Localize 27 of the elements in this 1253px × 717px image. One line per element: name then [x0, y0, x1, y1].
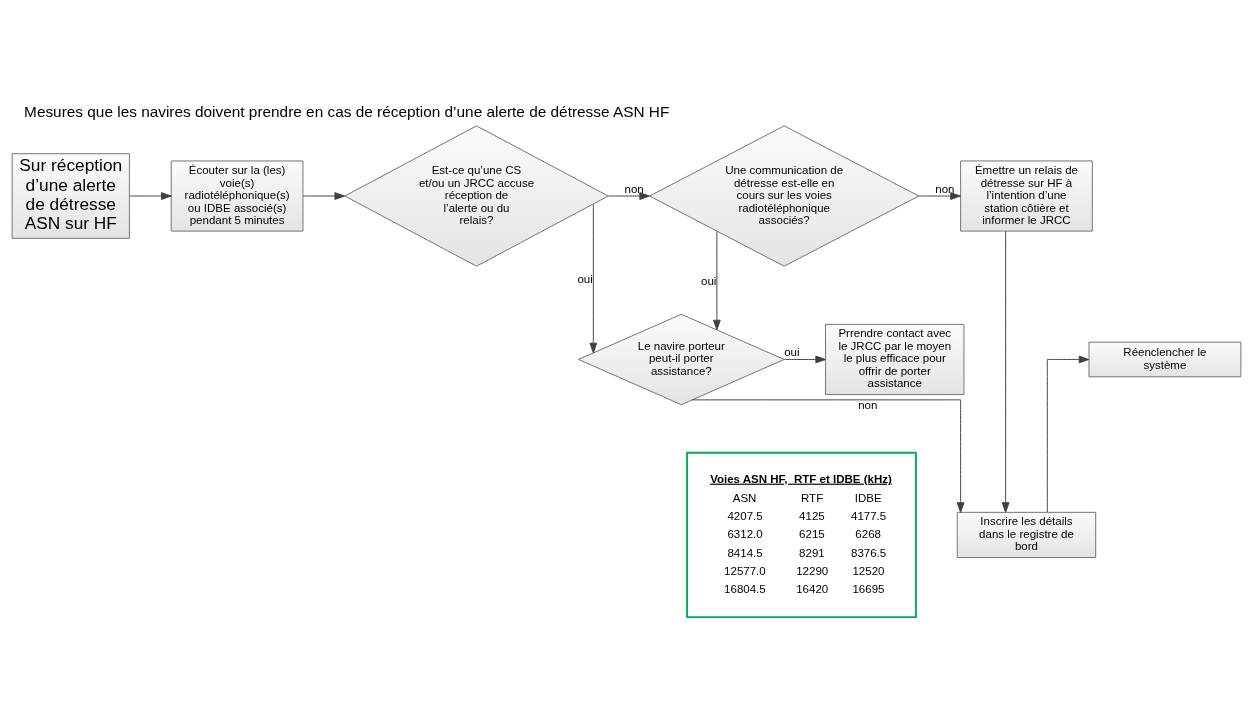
arrow [302, 191, 346, 200]
arrow [918, 191, 961, 200]
edge-label: non [858, 398, 878, 411]
node-box: Réenclencher le système [1088, 341, 1242, 377]
arrow [713, 230, 721, 330]
arrow [783, 355, 826, 363]
edge-label: non [935, 182, 955, 195]
node-box: Voies ASN HF, RTF et IDBE (kHz) ASN RTF IDBE 4207.5 4125 4177.5 6312.0 6215 6268 8414.5 8291 8376.5 12577.0 12290 12520 16804.5 16420 16695 [686, 451, 917, 618]
diagram-title: Mesures que les navires doivent prendre en cas de réception d’une alerte de détresse ASN HF [24, 102, 670, 120]
node-box: Écouter sur la (les) voie(s) radiotéléphonique(s) ou IDBE associé(s) pendant 5 minutes [170, 159, 304, 232]
node-diamond: Une communication de détresse est-elle en cours sur les voies radiotéléphonique associés? [649, 124, 920, 267]
node-box: Inscrire les détails dans le registre de bord [956, 511, 1097, 558]
edge-label: oui [784, 345, 800, 358]
node-diamond: Est-ce qu’une CS et/ou un JRCC accuse réception de l’alerte ou du relais? [344, 124, 609, 267]
edge-label: non [624, 182, 644, 195]
arrow [589, 203, 598, 353]
arrow [129, 191, 172, 200]
node-box: Prrendre contact avec le JRCC par le moyen le plus efficace pour offrir de porter assistance [825, 323, 965, 395]
arrow [691, 398, 965, 513]
edge-label: oui [577, 272, 593, 285]
node-diamond: Le navire porteur peut-il porter assistance? [577, 313, 785, 405]
node-box: Émettre un relais de détresse sur HF à l’intention d’une station côtière et informer le JRCC [960, 159, 1093, 232]
node-box: Sur réception d’une alerte de détresse ASN sur HF [11, 152, 130, 239]
arrow [1001, 230, 1010, 513]
arrow [1046, 355, 1090, 512]
arrow [607, 191, 650, 200]
edge-label: oui [701, 274, 717, 287]
